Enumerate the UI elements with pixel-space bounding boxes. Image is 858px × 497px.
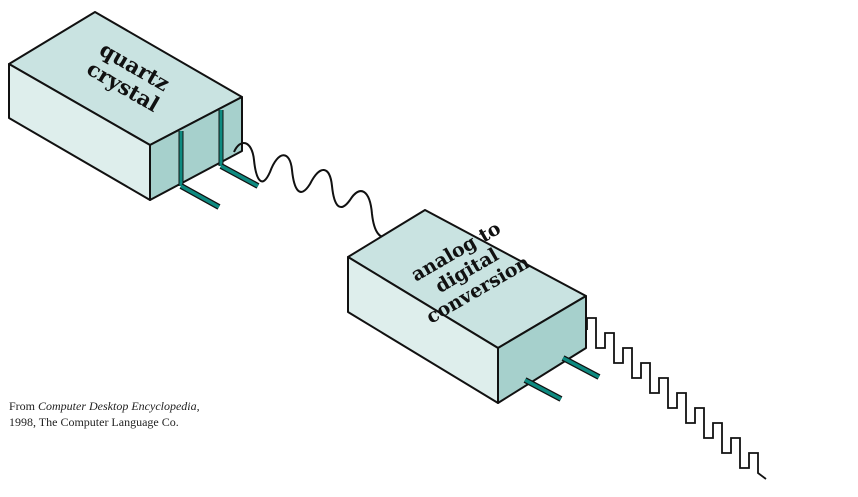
credit-line2: 1998, The Computer Language Co.: [9, 415, 179, 429]
adc-box: analog to digital conversion: [347, 209, 601, 404]
digital-square-wave: [586, 317, 767, 480]
source-credit: From Computer Desktop Encyclopedia, 1998…: [9, 398, 200, 430]
adc-pin-left: [523, 377, 563, 402]
adc-pin-right: [561, 355, 601, 380]
adc-box-end-face: [497, 295, 587, 404]
quartz-pin-right: [218, 110, 260, 189]
credit-source-title: Computer Desktop Encyclopedia,: [38, 399, 200, 413]
analog-sine-wave: [233, 142, 389, 238]
quartz-crystal-box: quartz crystal: [8, 11, 260, 210]
quartz-pin-left: [178, 131, 221, 210]
credit-prefix: From: [9, 399, 39, 413]
credit-line1: From Computer Desktop Encyclopedia,: [9, 398, 200, 414]
